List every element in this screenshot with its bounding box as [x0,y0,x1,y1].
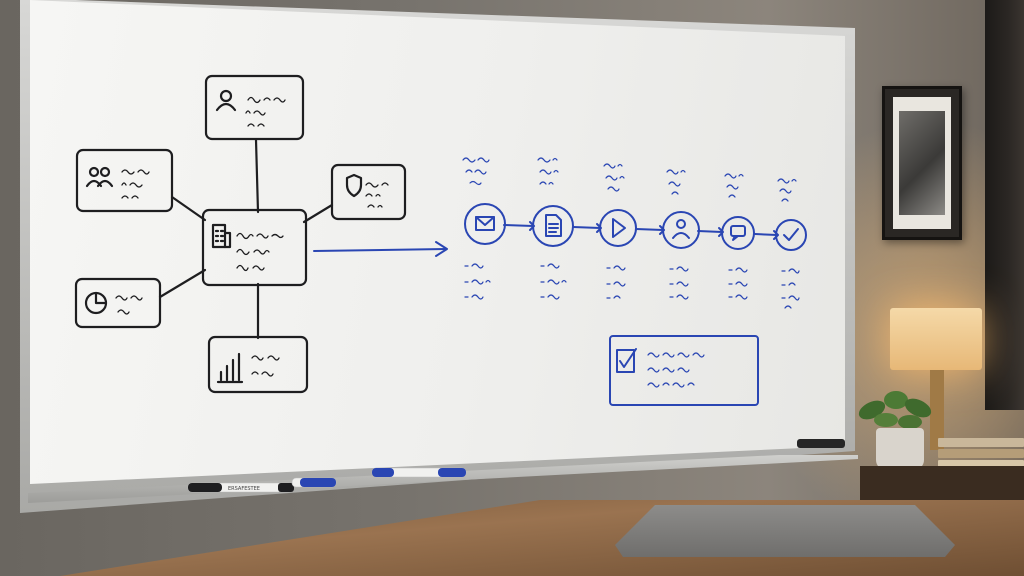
plant-pot [876,428,924,470]
flow-arrow [313,241,448,257]
flow-step-chat [721,173,755,300]
plant-leaves [858,391,932,429]
flow-steps [462,157,807,309]
summary-box [609,335,759,406]
marker-black[interactable]: ERSAFESTEE [187,482,294,493]
lamp-shade [890,308,982,370]
satellite-top [204,74,305,141]
check-icon [783,228,799,241]
satellite-lower-left [74,277,162,329]
framed-picture [882,86,962,240]
flow-step-mail [462,157,506,300]
chat-icon [730,225,746,241]
marker-black-label: ERSAFESTEE [228,486,260,492]
eraser[interactable] [797,439,845,448]
hub-box [201,208,308,287]
lamp-base [930,370,944,450]
flow-step-person [662,169,700,300]
flow-step-check [775,178,807,309]
building-icon [211,223,232,249]
satellite-right [330,163,407,221]
person-icon [672,219,690,239]
shield-icon [345,173,363,198]
mail-icon [475,216,495,231]
satellite-bottom [207,335,309,394]
marker-blue-1[interactable] [291,477,337,488]
marker-blue-2[interactable] [371,467,467,478]
flow-step-play [599,163,637,299]
laptop[interactable] [615,505,955,557]
person-icon [215,89,237,112]
play-icon [612,218,626,238]
checkbox-icon [616,348,637,373]
door-frame [985,0,1024,410]
satellite-left [75,148,174,213]
flow-step-document [532,157,574,300]
people-icon [85,166,114,188]
document-icon [545,214,562,237]
pie-chart-icon [84,291,108,315]
book-stack [938,436,1024,476]
hub-connectors [158,138,334,340]
bar-chart-icon [216,352,244,384]
